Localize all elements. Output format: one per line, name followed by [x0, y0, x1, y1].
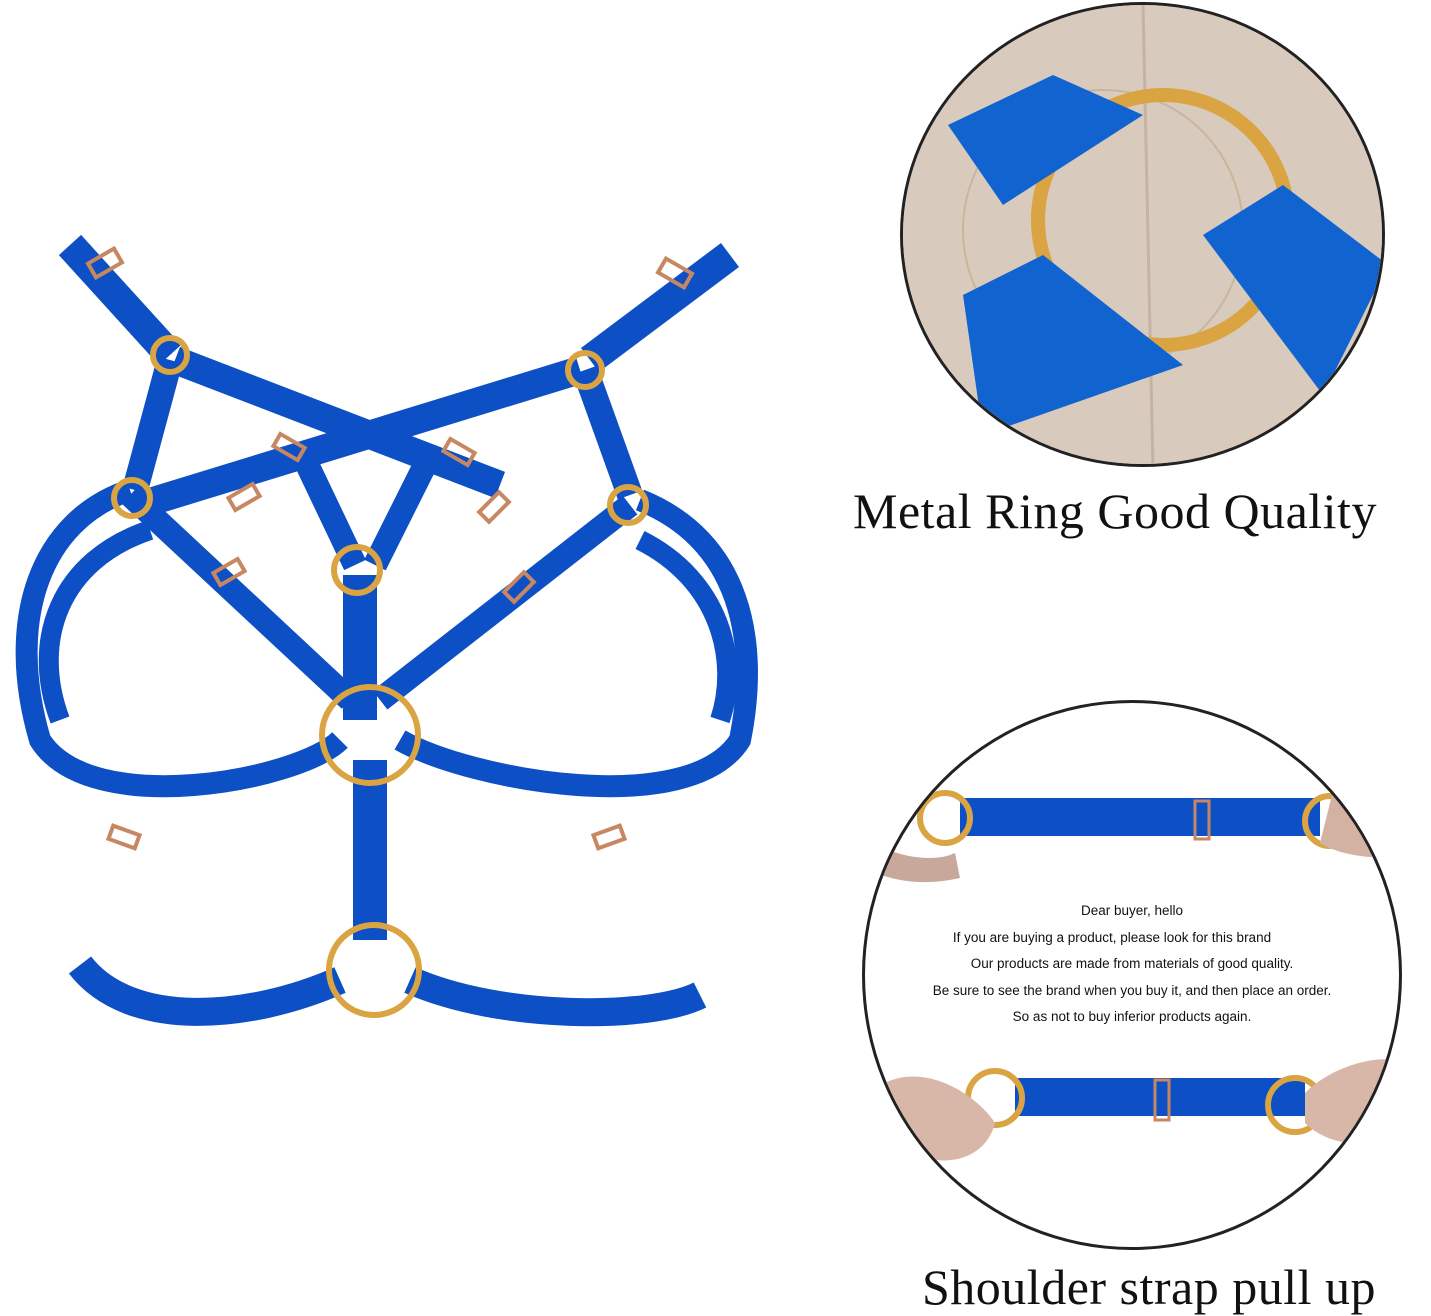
ring-closeup-image	[900, 2, 1385, 467]
notice-line: Be sure to see the brand when you buy it…	[932, 982, 1332, 998]
strap-pull-caption: Shoulder strap pull up	[922, 1259, 1377, 1315]
notice-line: Our products are made from materials of …	[970, 956, 1294, 971]
buyer-notice: Dear buyer, hello If you are buying a pr…	[865, 898, 1399, 1031]
metal-rings	[111, 335, 649, 1018]
notice-line: So as not to buy inferior products again…	[1012, 1009, 1252, 1024]
ring-quality-caption: Metal Ring Good Quality	[853, 483, 1377, 539]
harness-illustration	[15, 234, 758, 1027]
notice-line: If you are buying a product, please look…	[952, 929, 1272, 945]
strap-closeup-image: Dear buyer, hello If you are buying a pr…	[862, 700, 1402, 1250]
harness-product-image	[0, 220, 790, 1100]
ring-closeup-illustration	[903, 5, 1382, 464]
notice-line: Dear buyer, hello	[1080, 903, 1184, 918]
strap-closeup-illustration	[865, 782, 1399, 1161]
slider-buckles	[85, 245, 695, 851]
